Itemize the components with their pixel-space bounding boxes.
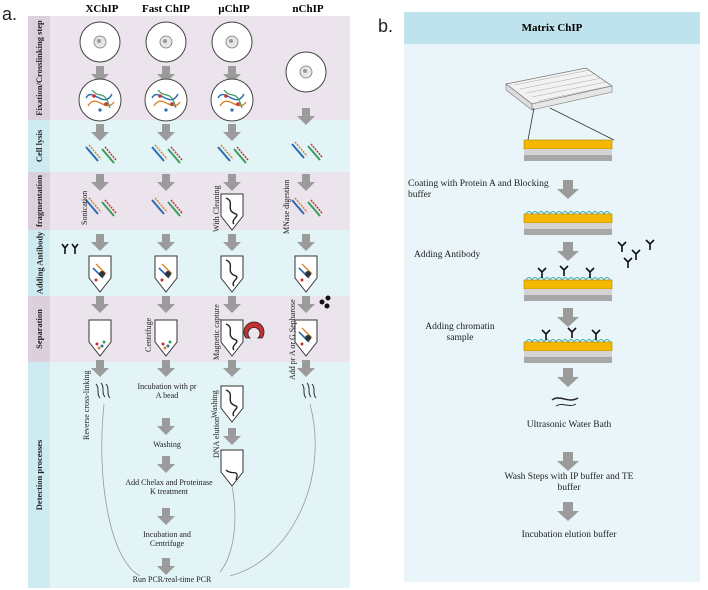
label-mnase: MNase digestion bbox=[282, 179, 291, 234]
column-xchip: XChIP bbox=[85, 3, 119, 15]
label-washing: Washing bbox=[153, 440, 181, 449]
panel-b-illustration bbox=[505, 67, 655, 521]
stage-detection: Detection processes bbox=[28, 362, 50, 588]
label-magnetic: Magnetic capture bbox=[212, 304, 221, 360]
label-dna-elution: DNA elution bbox=[212, 416, 221, 458]
label-run-pcr: Run PCR/real-time PCR bbox=[132, 575, 212, 584]
column-fastchip: Fast ChIP bbox=[142, 3, 190, 15]
label-incubation-bead: Incubation with pr A bead bbox=[137, 382, 197, 401]
stage-fragmentation: fragmentation bbox=[28, 172, 50, 230]
label-chelax: Add Chelax and Proteinase K treatment bbox=[125, 478, 213, 497]
step-ultrasonic: Ultrasonic Water Bath bbox=[526, 420, 612, 430]
stage-antibody: Adding Antibody bbox=[28, 230, 50, 296]
matrix-chip-title-bar: Matrix ChIP bbox=[404, 12, 700, 44]
band-cell-lysis bbox=[28, 120, 350, 172]
stage-cell-lysis: Cell lysis bbox=[28, 120, 50, 172]
band-fragmentation bbox=[28, 172, 350, 230]
step-wash: Wash Steps with IP buffer and TE buffer bbox=[504, 472, 634, 493]
step-adding-antibody: Adding Antibody bbox=[414, 250, 481, 260]
stage-fixation: Fixation/Crosslinking step bbox=[28, 16, 50, 120]
label-with-cleaning: With Cleaning bbox=[212, 185, 221, 232]
step-coating: Coating with Protein A and Blocking buff… bbox=[408, 179, 549, 200]
step-adding-chromatin: Adding chromatin sample bbox=[425, 322, 495, 343]
panel-a-illustration bbox=[61, 21, 331, 577]
label-centrifuge: Centrifuge bbox=[144, 317, 153, 352]
label-incubation-centrifuge: Incubation and Centrifuge bbox=[143, 530, 191, 549]
step-incubation: Incubation elution buffer bbox=[521, 530, 617, 540]
panel-a-label: a. bbox=[2, 4, 18, 24]
stage-separation: Separation bbox=[28, 296, 50, 362]
column-nchip: nChIP bbox=[292, 3, 324, 15]
band-detection bbox=[28, 362, 350, 588]
label-washing-uchip: Washing bbox=[210, 390, 219, 418]
label-add-pr: Add pr A or G Sepharose bbox=[288, 299, 297, 380]
matrix-chip-title: Matrix ChIP bbox=[521, 22, 583, 34]
column-uchip: µChIP bbox=[218, 3, 250, 15]
label-sonication: Sonication bbox=[80, 190, 89, 225]
panel-b-label: b. bbox=[378, 16, 394, 36]
label-reverse: Reverse cross-linking bbox=[82, 370, 91, 440]
